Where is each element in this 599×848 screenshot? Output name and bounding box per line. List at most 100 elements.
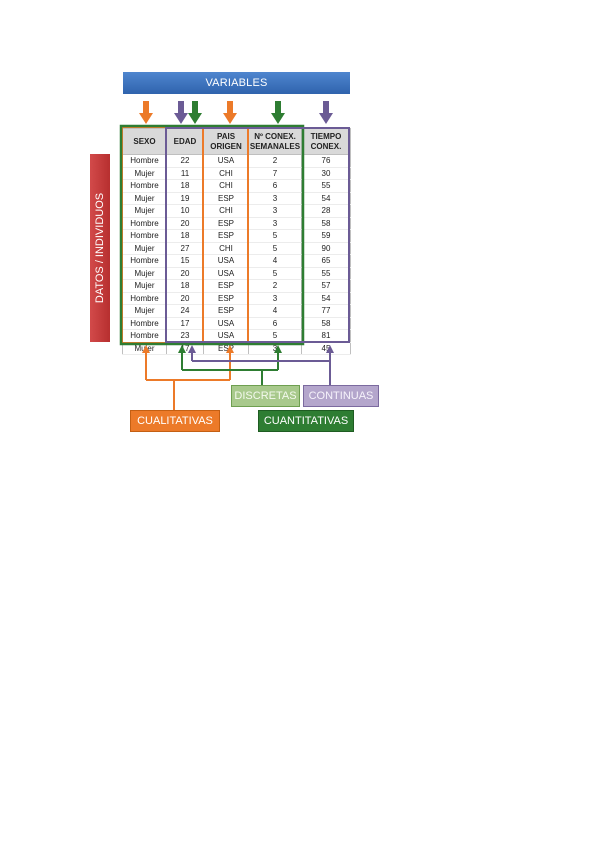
side-label-text: DATOS / INDIVIDUOS: [94, 192, 106, 304]
cell-conexiones: 3: [248, 217, 302, 230]
cell-pais: USA: [203, 267, 249, 280]
cell-pais: ESP: [203, 342, 249, 355]
cell-tiempo: 81: [301, 329, 351, 343]
header-edad-line1: EDAD: [173, 136, 197, 146]
cell-edad: 18: [166, 279, 204, 293]
cell-pais: CHI: [203, 242, 249, 255]
header-conexiones-semanales: Nº CONEX.SEMANALES: [248, 128, 302, 155]
cell-sexo: Mujer: [122, 242, 167, 255]
cell-edad: 24: [166, 304, 204, 318]
cell-conexiones: 4: [248, 254, 302, 268]
header-edad: EDAD: [166, 128, 204, 155]
cell-tiempo: 45: [301, 342, 351, 355]
arrow-tiempo-down: [319, 101, 333, 124]
cell-sexo: Hombre: [122, 179, 167, 193]
cell-tiempo: 28: [301, 204, 351, 218]
datos-individuos-label: DATOS / INDIVIDUOS: [90, 154, 110, 342]
cell-pais: ESP: [203, 192, 249, 205]
cell-conexiones: 2: [248, 279, 302, 293]
cell-pais: CHI: [203, 204, 249, 218]
cell-sexo: Hombre: [122, 229, 167, 243]
cell-tiempo: 58: [301, 217, 351, 230]
header-conex-line2: SEMANALES: [249, 141, 301, 151]
variables-banner-label: VARIABLES: [205, 77, 268, 89]
cell-conexiones: 2: [248, 154, 302, 168]
header-pais-line2: ORIGEN: [210, 141, 242, 151]
cell-tiempo: 30: [301, 167, 351, 180]
cell-sexo: Mujer: [122, 279, 167, 293]
cell-pais: ESP: [203, 229, 249, 243]
cell-tiempo: 54: [301, 292, 351, 305]
cell-pais: USA: [203, 154, 249, 168]
cell-sexo: Mujer: [122, 304, 167, 318]
tag-discretas: DISCRETAS: [231, 385, 300, 407]
cell-conexiones: 3: [248, 292, 302, 305]
cell-pais: ESP: [203, 304, 249, 318]
arrow-pais-down: [223, 101, 237, 124]
cell-tiempo: 59: [301, 229, 351, 243]
cell-conexiones: 4: [248, 304, 302, 318]
cell-edad: 18: [166, 179, 204, 193]
tag-cualitativas: CUALITATIVAS: [130, 410, 220, 432]
arrow-edad-down-green: [188, 101, 202, 124]
cell-conexiones: 5: [248, 267, 302, 280]
cell-sexo: Mujer: [122, 342, 167, 355]
cell-sexo: Hombre: [122, 292, 167, 305]
header-pais-line1: PAIS: [216, 131, 236, 141]
cell-sexo: Mujer: [122, 192, 167, 205]
cell-sexo: Hombre: [122, 329, 167, 343]
cell-tiempo: 65: [301, 254, 351, 268]
cell-tiempo: 57: [301, 279, 351, 293]
cell-conexiones: 5: [248, 229, 302, 243]
cell-pais: ESP: [203, 279, 249, 293]
header-sexo: SEXO: [122, 128, 167, 155]
cell-tiempo: 76: [301, 154, 351, 168]
cell-edad: 15: [166, 254, 204, 268]
cell-pais: USA: [203, 254, 249, 268]
cell-edad: 18: [166, 229, 204, 243]
cell-edad: 23: [166, 329, 204, 343]
tag-continuas-label: CONTINUAS: [308, 390, 374, 402]
cell-tiempo: 55: [301, 179, 351, 193]
cell-pais: CHI: [203, 167, 249, 180]
cell-pais: USA: [203, 317, 249, 330]
cell-pais: ESP: [203, 217, 249, 230]
cell-pais: ESP: [203, 292, 249, 305]
cell-edad: 20: [166, 217, 204, 230]
cell-edad: 17: [166, 342, 204, 355]
arrow-sexo-down: [139, 101, 153, 124]
cell-sexo: Hombre: [122, 254, 167, 268]
cell-sexo: Mujer: [122, 267, 167, 280]
cell-tiempo: 58: [301, 317, 351, 330]
header-tiempo-line2: CONEX.: [310, 141, 342, 151]
tag-cualitativas-label: CUALITATIVAS: [137, 415, 213, 427]
cell-conexiones: 5: [248, 329, 302, 343]
cell-conexiones: 3: [248, 204, 302, 218]
cell-tiempo: 90: [301, 242, 351, 255]
cell-tiempo: 54: [301, 192, 351, 205]
cell-edad: 20: [166, 267, 204, 280]
tag-continuas: CONTINUAS: [303, 385, 379, 407]
header-tiempo-line1: TIEMPO: [310, 131, 342, 141]
cell-tiempo: 77: [301, 304, 351, 318]
cell-conexiones: 6: [248, 179, 302, 193]
cell-edad: 10: [166, 204, 204, 218]
tag-discretas-label: DISCRETAS: [234, 390, 297, 402]
cell-conexiones: 5: [248, 242, 302, 255]
cell-edad: 22: [166, 154, 204, 168]
